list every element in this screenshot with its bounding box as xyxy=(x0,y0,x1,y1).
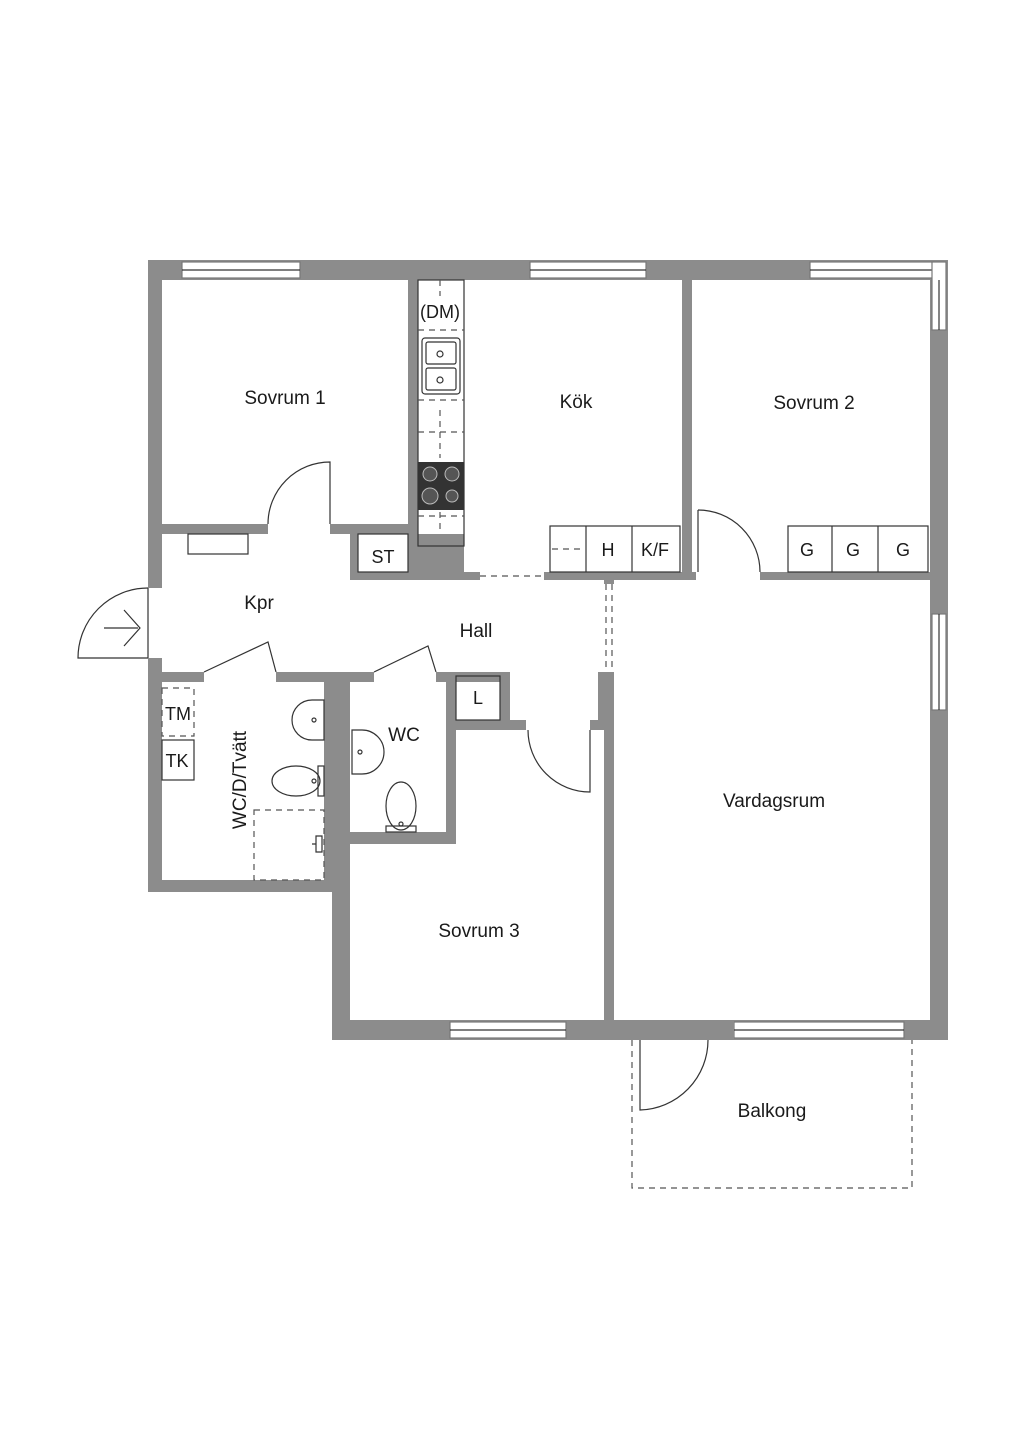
exterior-walls xyxy=(148,260,948,1040)
wc-toilet-icon xyxy=(385,781,417,833)
room-label-wc-d-tvatt: WC/D/Tvätt xyxy=(230,730,251,829)
room-labels: Sovrum 1 Kök Sovrum 2 Kpr Hall WC/D/Tvät… xyxy=(230,388,855,1122)
room-label-kpr: Kpr xyxy=(244,593,274,614)
st-closet xyxy=(357,533,409,573)
doors xyxy=(77,461,761,1111)
label-kf: K/F xyxy=(641,540,669,560)
label-dm: (DM) xyxy=(420,302,460,322)
label-g1: G xyxy=(800,540,814,560)
label-g3: G xyxy=(896,540,910,560)
room-label-balkong: Balkong xyxy=(738,1101,807,1122)
wc-washbasin-icon xyxy=(351,729,385,775)
l-closet xyxy=(455,675,501,721)
kitchen-units xyxy=(549,525,681,573)
balkong-outline xyxy=(631,1040,913,1189)
room-label-sovrum1: Sovrum 1 xyxy=(244,388,325,409)
room-label-sovrum2: Sovrum 2 xyxy=(773,393,854,414)
windows xyxy=(181,261,947,1039)
kitchen-counter xyxy=(417,279,465,547)
label-h: H xyxy=(602,540,615,560)
room-label-kok: Kök xyxy=(560,392,593,413)
interior-walls xyxy=(162,280,932,1040)
room-label-wc: WC xyxy=(388,725,420,746)
room-label-hall: Hall xyxy=(460,621,493,642)
fixture-labels: (DM) ST H K/F G G G L TM TK xyxy=(165,302,910,771)
label-tk: TK xyxy=(165,751,188,771)
label-tm: TM xyxy=(165,704,191,724)
wardrobes xyxy=(787,525,929,573)
shower-head-icon xyxy=(312,835,323,853)
label-st: ST xyxy=(371,547,394,567)
toilet-icon xyxy=(271,765,325,797)
washbasin-icon xyxy=(291,699,325,741)
shower-area xyxy=(253,809,325,881)
room-label-sovrum3: Sovrum 3 xyxy=(438,921,519,942)
hat-shelf xyxy=(187,533,249,555)
room-label-vardagsrum: Vardagsrum xyxy=(723,791,825,812)
sink-icon xyxy=(421,337,461,395)
label-g2: G xyxy=(846,540,860,560)
wc-fixtures xyxy=(351,729,417,833)
laundry-fixtures xyxy=(161,687,325,881)
label-l: L xyxy=(473,688,483,708)
